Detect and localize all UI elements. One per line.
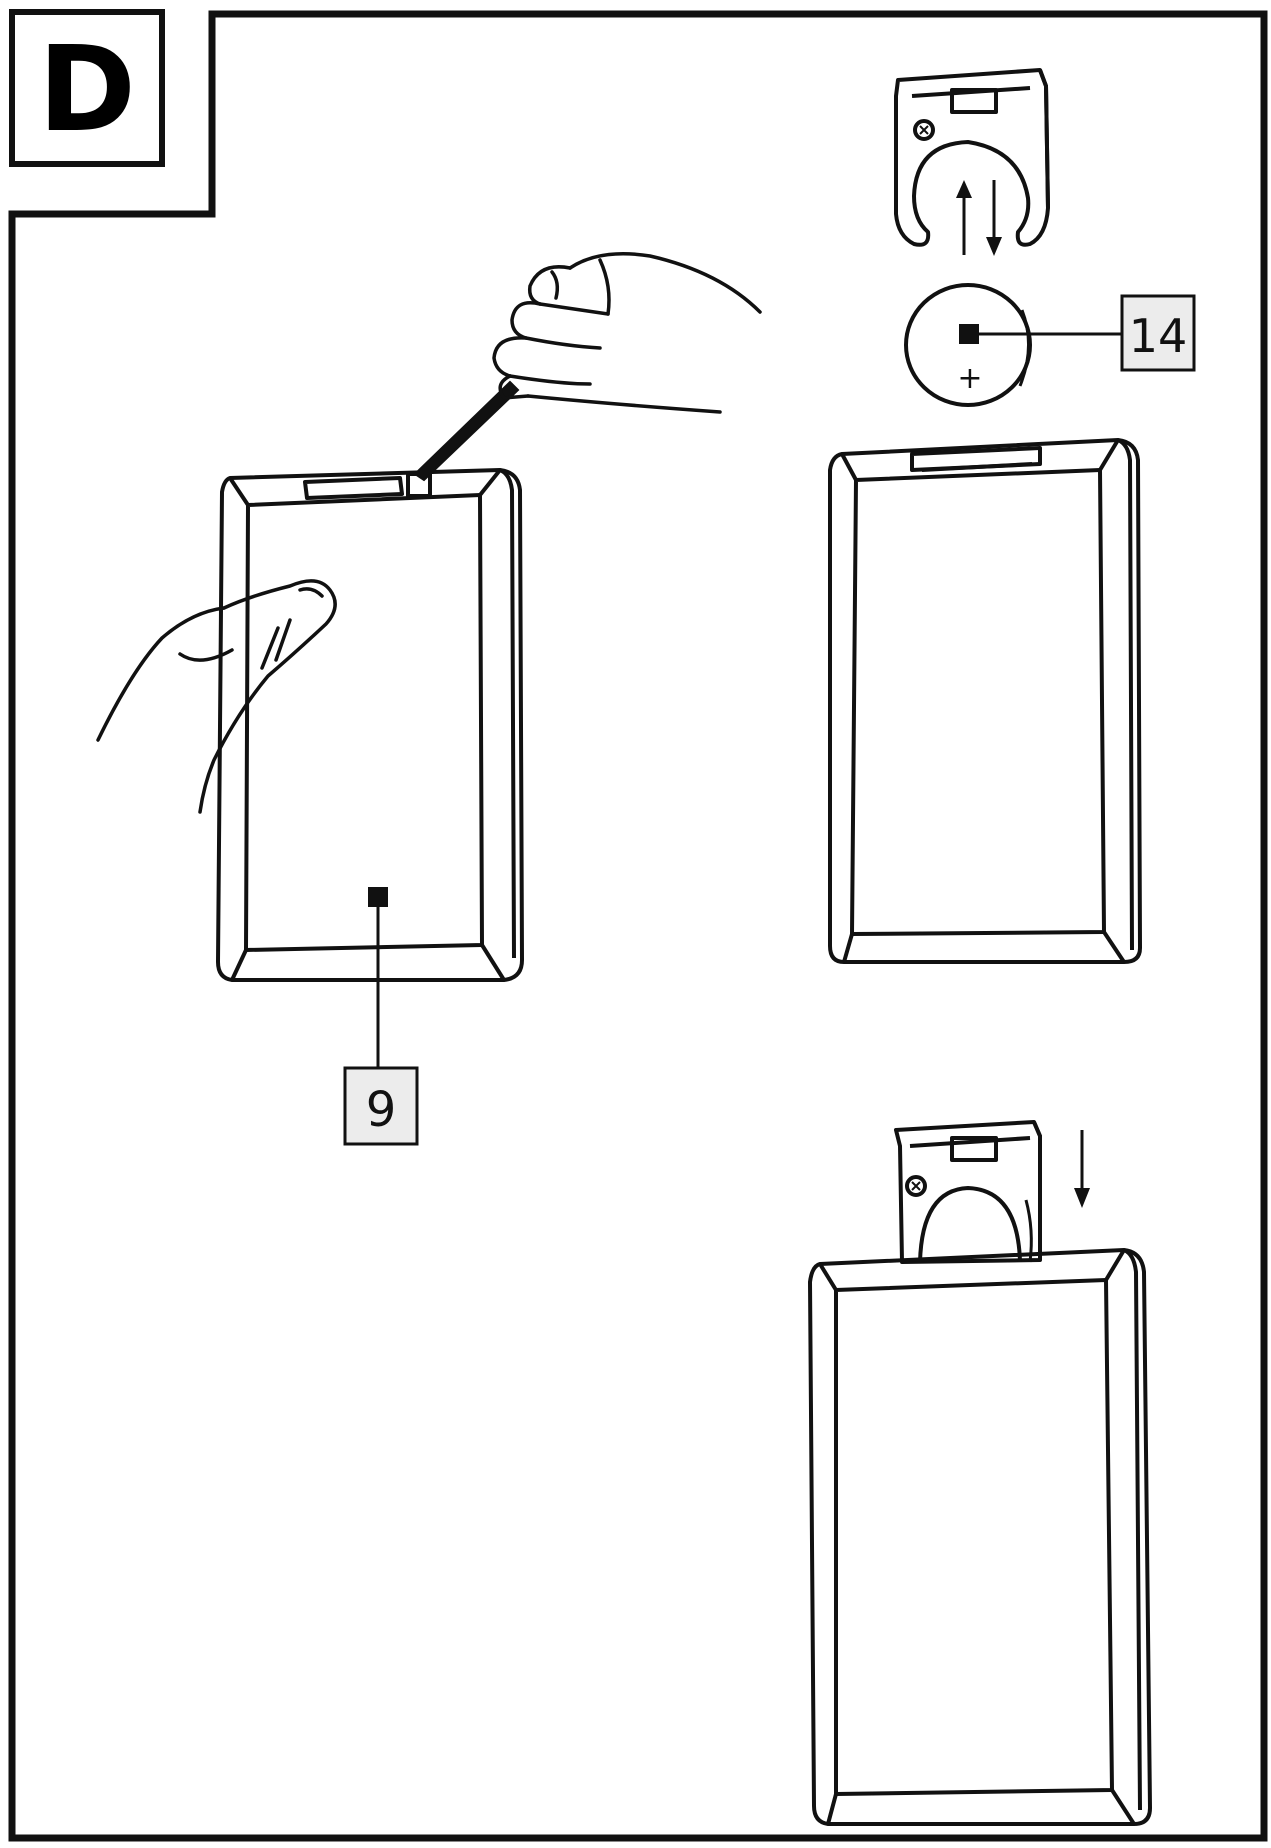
callout-9-box (343, 1066, 419, 1146)
section-tab: D (9, 9, 165, 167)
upper-hand (492, 251, 762, 414)
remote-left (216, 468, 524, 982)
remote-right-insert (808, 1120, 1152, 1826)
arrow-up-icon (956, 180, 972, 255)
callout-9-label: 9 (366, 1082, 397, 1138)
lower-hand (96, 579, 337, 814)
battery-holder-clip (894, 68, 1050, 247)
arrow-down-insert-icon (1074, 1130, 1090, 1208)
remote-right-open (828, 438, 1142, 964)
arrow-down-icon (986, 180, 1002, 256)
panel-frame (8, 10, 1268, 1842)
callout-14-box (1120, 294, 1196, 372)
section-letter: D (38, 20, 136, 158)
callout-9: 9 (343, 887, 419, 1146)
battery-polarity-mark: + (957, 361, 982, 396)
pin-tool (413, 380, 520, 482)
coin-cell-battery: + (904, 283, 1032, 407)
callout-14: 14 (959, 294, 1196, 372)
callout-14-label: 14 (1129, 309, 1188, 363)
